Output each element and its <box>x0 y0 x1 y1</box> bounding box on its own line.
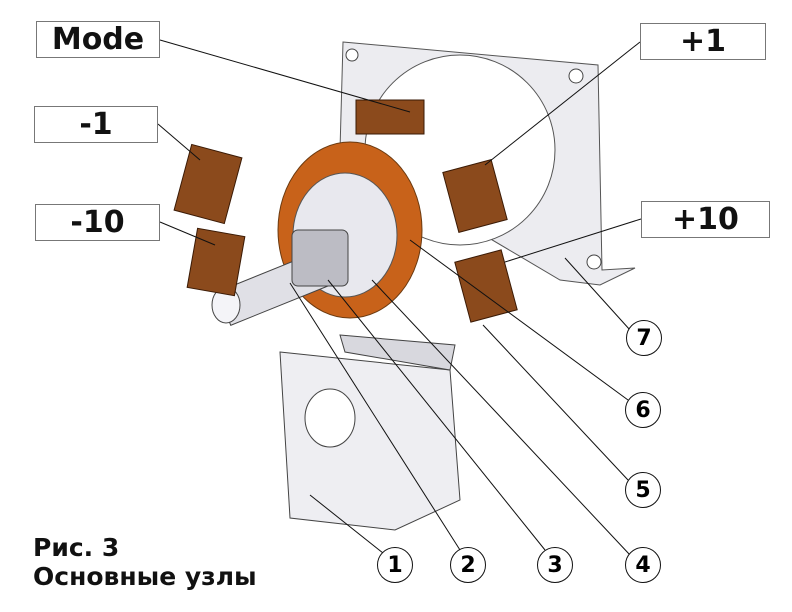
callout-7: 7 <box>626 320 662 356</box>
callout-2: 2 <box>450 547 486 583</box>
figure-caption: Рис. 3 Основные узлы <box>33 533 257 591</box>
label-plus10: +10 <box>641 201 770 238</box>
callout-3: 3 <box>537 547 573 583</box>
caption-title: Основные узлы <box>33 562 257 591</box>
label-minus1: -1 <box>34 106 158 143</box>
bracket <box>279 351 461 531</box>
leader-lines <box>157 39 642 556</box>
caption-figure-number: Рис. 3 <box>33 533 120 562</box>
label-mode: Mode <box>36 21 160 58</box>
microswitches <box>173 99 518 323</box>
label-minus10: -10 <box>35 204 160 241</box>
label-plus1: +1 <box>640 23 766 60</box>
callout-1: 1 <box>377 547 413 583</box>
callout-5: 5 <box>625 472 661 508</box>
callout-6: 6 <box>625 392 661 428</box>
callout-4: 4 <box>625 547 661 583</box>
